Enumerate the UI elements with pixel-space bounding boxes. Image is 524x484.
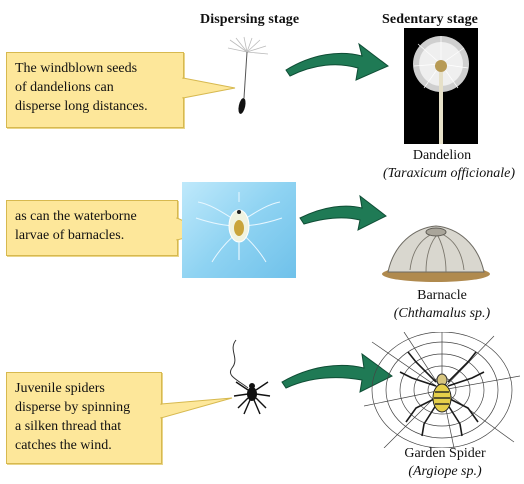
callout-line: disperse long distances. <box>15 97 175 116</box>
callout-line: larvae of barnacles. <box>15 226 169 245</box>
dandelion-seed-illustration <box>222 36 272 118</box>
barnacle-callout: as can the waterborne larvae of barnacle… <box>6 200 178 256</box>
barnacle-common-name: Barnacle <box>372 286 512 305</box>
callout-line: catches the wind. <box>15 436 153 455</box>
juvenile-spider-illustration <box>222 336 278 422</box>
scientific-name-text: (Chthamalus sp.) <box>394 306 490 321</box>
dispersing-stage-header: Dispersing stage <box>200 12 299 28</box>
callout-line: a silken thread that <box>15 417 153 436</box>
dandelion-scientific-name: (Taraxicum officionale) <box>374 164 524 183</box>
barnacle-larva-photo <box>182 182 296 278</box>
garden-spider-common-name: Garden Spider <box>372 444 518 463</box>
dandelion-callout: The windblown seeds of dandelions can di… <box>6 52 184 128</box>
green-arrow <box>282 40 392 85</box>
callout-line: The windblown seeds <box>15 59 175 78</box>
callout-line: disperse by spinning <box>15 398 153 417</box>
garden-spider-scientific-name: (Argiope sp.) <box>372 462 518 481</box>
callout-line: Juvenile spiders <box>15 379 153 398</box>
green-arrow <box>296 194 388 236</box>
barnacle-scientific-name: (Chthamalus sp.) <box>372 304 512 323</box>
callout-line: as can the waterborne <box>15 207 169 226</box>
dandelion-common-name: Dandelion <box>372 146 512 165</box>
scientific-name-text: (Argiope sp.) <box>408 464 481 479</box>
dandelion-photo <box>404 28 478 144</box>
spider-callout: Juvenile spiders disperse by spinning a … <box>6 372 162 464</box>
barnacle-illustration <box>380 214 492 284</box>
garden-spider-web-illustration <box>364 332 520 448</box>
callout-line: of dandelions can <box>15 78 175 97</box>
sedentary-stage-header: Sedentary stage <box>382 12 478 28</box>
scientific-name-text: (Taraxicum officionale) <box>383 166 515 181</box>
